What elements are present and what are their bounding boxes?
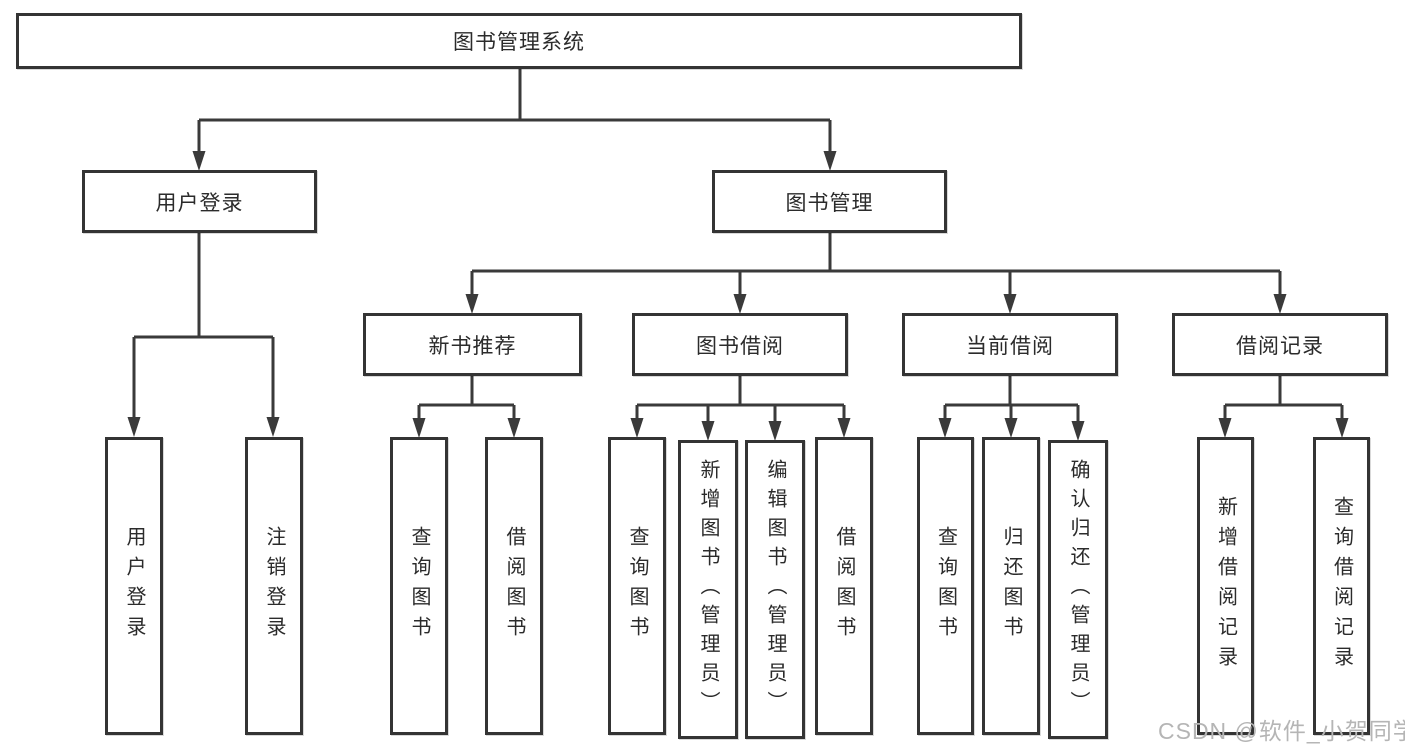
leaf-edit-books-admin: 编辑图书（管理员） xyxy=(745,440,805,739)
node-user-login: 用户登录 xyxy=(82,170,317,233)
root-node: 图书管理系统 xyxy=(16,13,1022,69)
arrowheads xyxy=(127,151,1349,441)
leaf-add-borrow-record: 新增借阅记录 xyxy=(1197,437,1254,735)
node-book-borrow: 图书借阅 xyxy=(632,313,848,376)
node-current-borrow: 当前借阅 xyxy=(902,313,1118,376)
node-book-management: 图书管理 xyxy=(712,170,947,233)
leaf-confirm-return-admin: 确认归还（管理员） xyxy=(1048,440,1108,739)
watermark-text: CSDN @软件_小贺同学 xyxy=(1158,718,1405,744)
leaf-query-books-borrow: 查询图书 xyxy=(608,437,666,735)
leaf-query-books-recommend: 查询图书 xyxy=(390,437,448,735)
node-new-book-recommend: 新书推荐 xyxy=(363,313,582,376)
leaf-user-login: 用户登录 xyxy=(105,437,163,735)
leaf-return-books: 归还图书 xyxy=(982,437,1040,735)
leaf-add-books-admin: 新增图书（管理员） xyxy=(678,440,738,739)
leaf-query-books-current: 查询图书 xyxy=(917,437,974,735)
leaf-query-borrow-record: 查询借阅记录 xyxy=(1313,437,1370,735)
node-borrow-records: 借阅记录 xyxy=(1172,313,1388,376)
leaf-logout-login: 注销登录 xyxy=(245,437,303,735)
leaf-borrow-books-recommend: 借阅图书 xyxy=(485,437,543,735)
leaf-borrow-books-borrow: 借阅图书 xyxy=(815,437,873,735)
